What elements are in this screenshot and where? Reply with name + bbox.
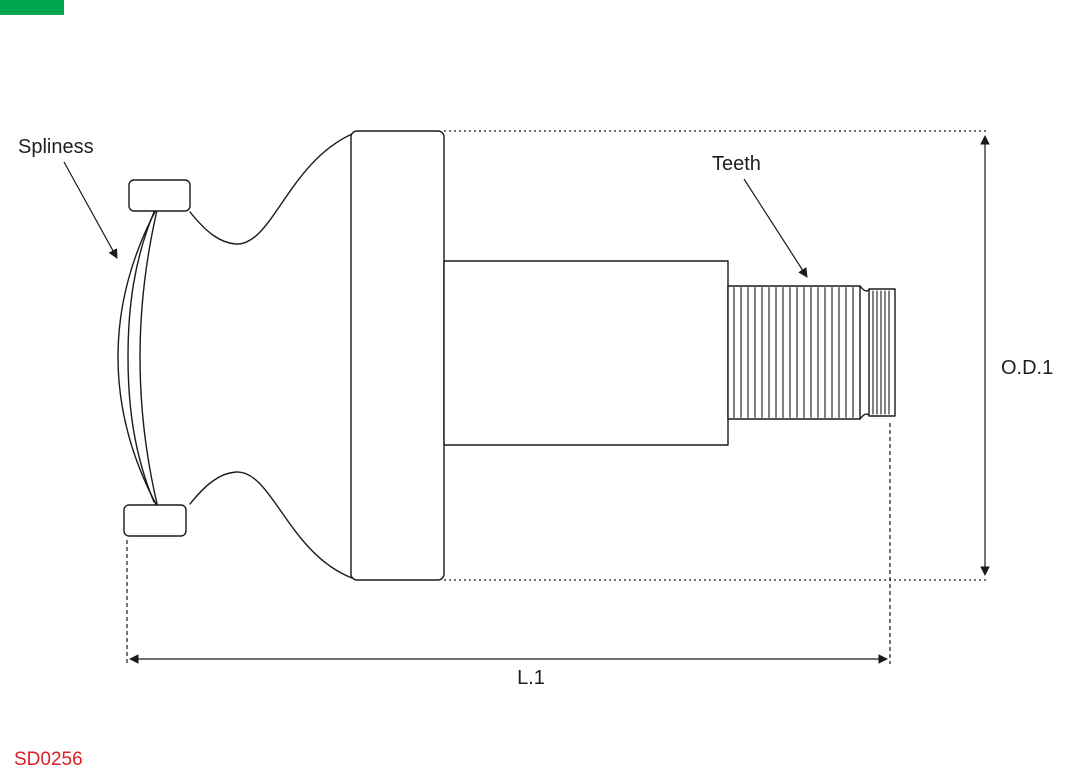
l1-label: L.1 <box>517 667 545 689</box>
spline-hatch <box>733 286 890 419</box>
housing-cylinder <box>350 130 445 581</box>
spliness-label: Spliness <box>18 136 94 158</box>
flange-tab-bottom <box>123 504 187 537</box>
labels: Spliness Teeth O.D.1 L.1 SD0256 <box>14 136 1053 770</box>
part-code: SD0256 <box>14 749 83 770</box>
spline-neck-top <box>859 285 870 292</box>
teeth-leader-arrow <box>743 178 808 278</box>
shaft-body <box>443 260 729 446</box>
dimension-annotations <box>63 130 990 664</box>
od1-label: O.D.1 <box>1001 357 1053 379</box>
spliness-leader-arrow <box>63 161 118 259</box>
flange-tab-top <box>128 179 191 212</box>
bell-top-profile <box>189 133 353 245</box>
teeth-label: Teeth <box>712 153 761 175</box>
flange-crescent <box>117 205 159 509</box>
flange-detail-arc <box>127 211 155 503</box>
bell-bottom-profile <box>189 471 353 579</box>
part-drawing <box>117 130 896 581</box>
spline-neck-bottom <box>859 413 870 420</box>
corner-accent-bar <box>0 0 64 15</box>
spline-section <box>727 285 861 420</box>
